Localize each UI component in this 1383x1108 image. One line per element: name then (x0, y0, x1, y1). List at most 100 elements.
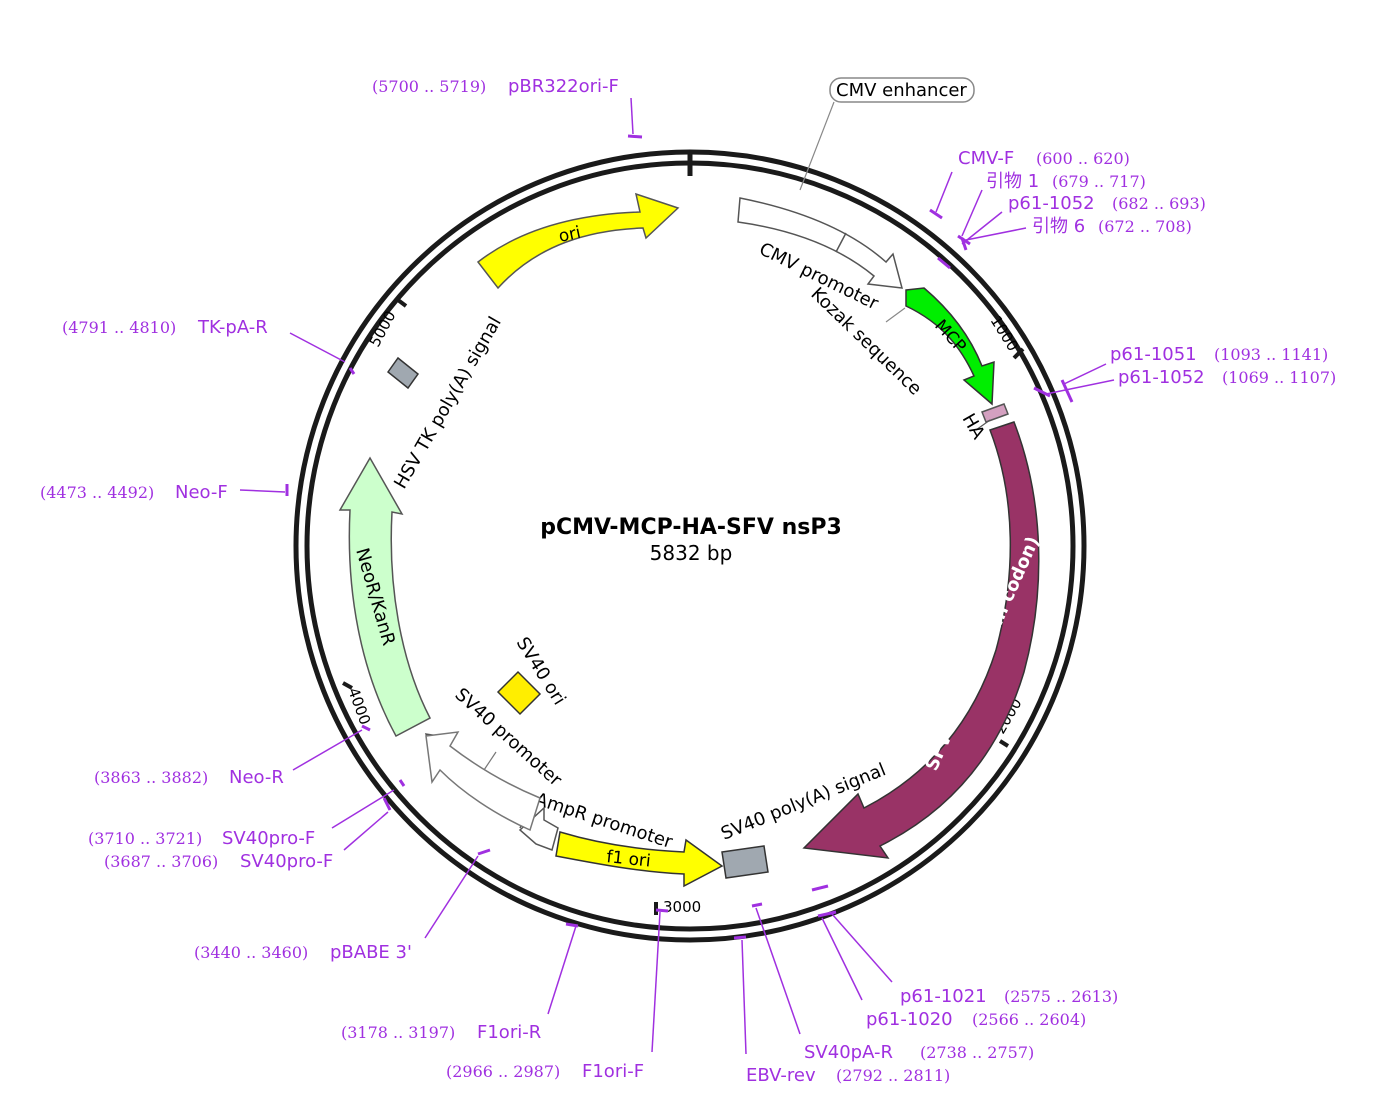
primer-mark-yinwu-6[interactable] (937, 256, 951, 270)
primer-mark-p61-1051[interactable] (1060, 379, 1074, 403)
cmv-promoter-divider (835, 232, 847, 253)
primer-range-neo-f: (4473 .. 4492) (40, 483, 154, 502)
primer-mark-pbr322ori-f[interactable] (627, 134, 643, 139)
primer-name-p61-1051[interactable]: p61-1051 (1110, 344, 1197, 365)
feature-sv40-polya-box[interactable] (721, 845, 769, 879)
feature-mcp-arrow[interactable] (905, 287, 995, 406)
primer-mark-sv40pro-f-a[interactable] (398, 779, 406, 787)
primer-name-neo-f[interactable]: Neo-F (175, 482, 228, 503)
feature-ori-label: ori (557, 223, 583, 247)
primer-range-pbabe-3: (3440 .. 3460) (194, 943, 308, 962)
primer-name-yinwu-6[interactable]: 引物 6 (1032, 216, 1085, 237)
primer-name-sv40pro-f-b[interactable]: SV40pro-F (240, 851, 333, 872)
feature-f1-ori-label: f1 ori (605, 847, 651, 872)
primers (239, 97, 1115, 1055)
primer-range-pbr322ori-f: (5700 .. 5719) (372, 77, 486, 96)
feature-hsv-tk-polya-label: HSV TK poly(A) signal (390, 313, 506, 492)
primer-leader-p61-1051 (1063, 363, 1107, 385)
primer-range-tk-pa-r: (4791 .. 4810) (62, 318, 176, 337)
primer-name-p61-1052-a[interactable]: p61-1052 (1008, 193, 1095, 214)
cmv-enhancer-label: CMV enhancer (836, 80, 967, 101)
cmv-enhancer-box[interactable] (829, 77, 975, 103)
primer-leader-sv40pro-f-a (331, 789, 395, 829)
primer-mark-p61-1052-a[interactable] (960, 237, 968, 251)
primer-leader-yinwu-1 (961, 189, 983, 237)
tick-4000 (342, 681, 353, 690)
primer-leader-p61-1020 (821, 917, 863, 1001)
feature-neor-kanr-arrow[interactable] (338, 456, 432, 738)
primer-range-f1ori-f: (2966 .. 2987) (446, 1062, 560, 1081)
primer-name-p61-1052-b[interactable]: p61-1052 (1118, 367, 1205, 388)
primer-leader-p61-1021 (831, 913, 893, 983)
primer-name-p61-1021[interactable]: p61-1021 (900, 986, 987, 1007)
feature-sv40-ori-box[interactable] (496, 670, 542, 716)
primer-mark-p61-1052-b[interactable] (1033, 386, 1051, 398)
primer-range-yinwu-1: (679 .. 717) (1052, 172, 1146, 191)
primer-range-f1ori-r: (3178 .. 3197) (341, 1023, 455, 1042)
primer-mark-neo-r[interactable] (361, 724, 371, 732)
tick-label-1000: 1000 (987, 313, 1023, 355)
feature-hsv-tk-polya-box[interactable] (386, 356, 420, 390)
primer-leader-pbabe-3 (424, 855, 479, 939)
feature-ampr-promoter-arrow[interactable] (518, 806, 559, 851)
tick-2000 (998, 739, 1010, 748)
callout-cmv-enhancer: CMV enhancer (799, 77, 975, 191)
primer-leader-cmv-f (935, 171, 953, 213)
feature-ori-arrow[interactable] (476, 192, 680, 290)
primer-leader-ebv-rev (741, 939, 747, 1055)
primer-leader-tk-pa-r (289, 332, 346, 363)
primer-mark-sv40pro-f-b[interactable] (382, 797, 392, 811)
primer-mark-f1ori-r[interactable] (565, 922, 579, 928)
primer-range-ebv-rev: (2792 .. 2811) (836, 1066, 950, 1085)
primer-range-neo-r: (3863 .. 3882) (94, 768, 208, 787)
primer-mark-pbabe-3[interactable] (477, 848, 491, 856)
tick-5000 (396, 298, 408, 308)
primer-range-p61-1052-a: (682 .. 693) (1112, 194, 1206, 213)
feature-ha-box[interactable] (981, 403, 1009, 423)
feature-f1-ori-arrow[interactable] (555, 831, 724, 888)
primer-name-ebv-rev[interactable]: EBV-rev (746, 1065, 816, 1086)
primer-name-neo-r[interactable]: Neo-R (229, 767, 284, 788)
primer-name-sv40pro-f-a[interactable]: SV40pro-F (222, 828, 315, 849)
primer-leader-yinwu-6 (965, 227, 1027, 241)
primer-leader-p61-1052-a (961, 211, 1003, 245)
primer-range-p61-1020: (2566 .. 2604) (972, 1010, 1086, 1029)
primer-labels: (5700 .. 5719) pBR322ori-F CMV-F (600 ..… (40, 76, 1336, 1086)
primer-range-sv40pa-r: (2738 .. 2757) (920, 1043, 1034, 1062)
primer-name-pbabe-3[interactable]: pBABE 3' (330, 942, 412, 963)
primer-mark-p61-1020[interactable] (811, 884, 829, 892)
primer-mark-tk-pa-r[interactable] (348, 367, 356, 375)
primer-leader-pbr322ori-f (630, 97, 634, 135)
sv40-promoter-leader (483, 751, 497, 771)
primer-range-yinwu-6: (672 .. 708) (1098, 217, 1192, 236)
primer-mark-cmv-f[interactable] (929, 208, 943, 220)
plasmid-title: pCMV-MCP-HA-SFV nsP3 (540, 515, 842, 540)
primer-name-pbr322ori-f[interactable]: pBR322ori-F (508, 76, 619, 97)
primer-name-f1ori-f[interactable]: F1ori-F (582, 1061, 644, 1082)
ha-leader-line (975, 419, 991, 431)
primer-range-sv40pro-f-b: (3687 .. 3706) (104, 852, 218, 871)
feature-cmv-promoter-arrow[interactable] (737, 197, 904, 289)
primer-name-f1ori-r[interactable]: F1ori-R (477, 1022, 541, 1043)
primer-leader-sv40pro-f-b (343, 811, 389, 851)
feature-sfv-nsp3-arrow[interactable] (802, 421, 1040, 859)
primer-mark-p61-1021[interactable] (817, 910, 837, 918)
primer-name-sv40pa-r[interactable]: SV40pA-R (804, 1042, 893, 1063)
primer-mark-ebv-rev[interactable] (733, 935, 747, 940)
primer-name-cmv-f[interactable]: CMV-F (958, 148, 1014, 169)
plasmid-size: 5832 bp (650, 541, 733, 565)
primer-leader-f1ori-r (547, 925, 577, 1015)
primer-leader-f1ori-f (651, 911, 661, 1053)
primer-leader-p61-1052-b (1045, 379, 1115, 395)
primer-name-tk-pa-r[interactable]: TK-pA-R (197, 317, 268, 338)
primer-range-p61-1052-b: (1069 .. 1107) (1222, 368, 1336, 387)
primer-mark-sv40pa-r[interactable] (751, 902, 763, 908)
primer-name-yinwu-1[interactable]: 引物 1 (986, 171, 1039, 192)
kozak-leader-line (885, 307, 906, 323)
primer-leader-sv40pa-r (755, 907, 801, 1035)
primer-mark-f1ori-f[interactable] (655, 908, 669, 913)
features: ori CMV promoter Kozak sequence MCP HA S… (338, 192, 1044, 888)
primer-name-p61-1020[interactable]: p61-1020 (866, 1009, 953, 1030)
primer-leader-neo-f (239, 489, 286, 493)
feature-sv40-promoter-body[interactable] (425, 731, 541, 832)
